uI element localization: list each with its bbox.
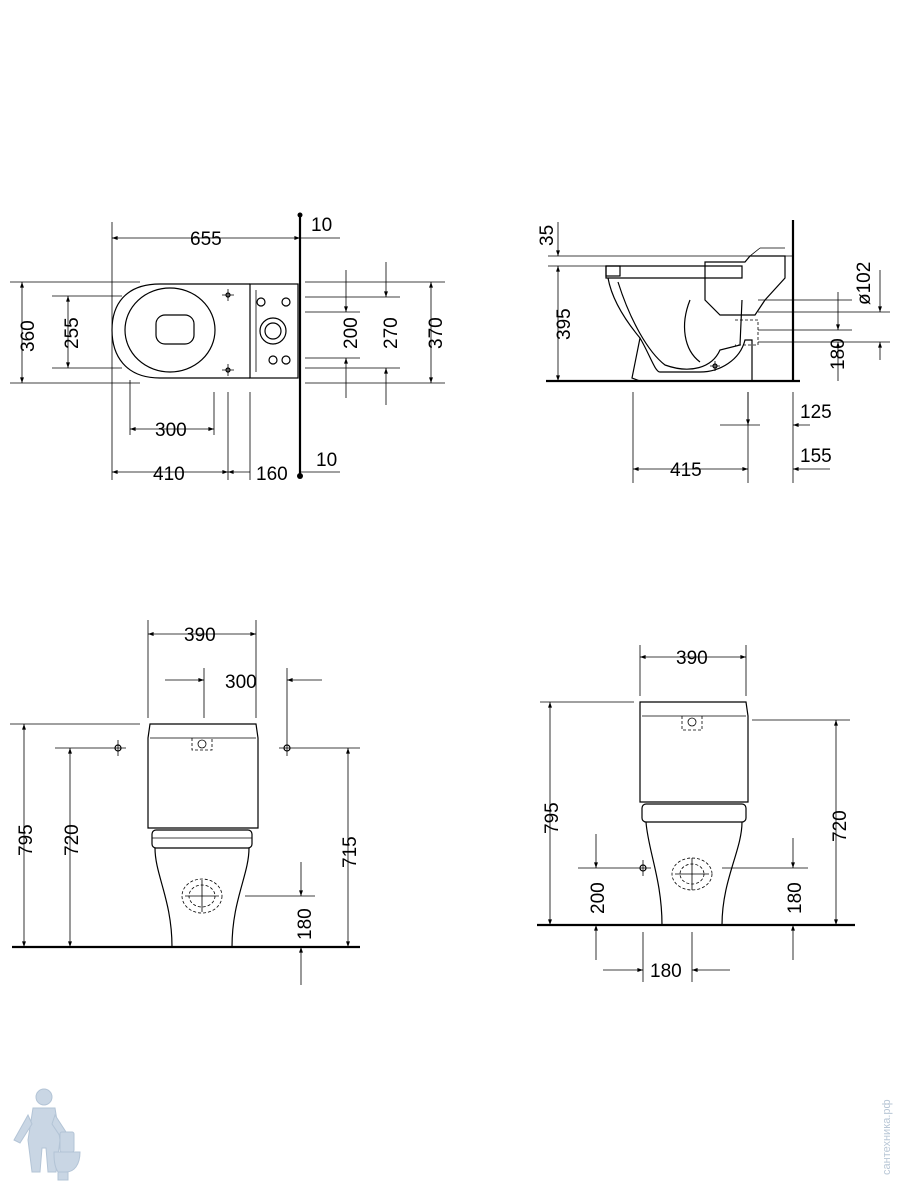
dim-390: 390 <box>184 625 216 646</box>
dim-10-bottom: 10 <box>316 450 337 471</box>
tank-front <box>147 723 259 829</box>
dim-200-front: 200 <box>588 882 609 914</box>
dim-180-front: 180 <box>295 908 316 940</box>
plumber-mascot-icon <box>13 1088 81 1181</box>
dim-300-front: 300 <box>225 672 257 693</box>
dim-180-side: 180 <box>828 338 849 370</box>
tank-front-2 <box>639 701 749 803</box>
dim-125: 125 <box>800 402 832 423</box>
top-view: 655 10 360 255 200 270 370 300 410 160 1… <box>10 212 447 485</box>
tank-outline <box>249 283 299 379</box>
bowl-side <box>607 277 753 382</box>
dim-180-outlet-2: 180 <box>785 882 806 914</box>
tank-side <box>704 255 786 316</box>
dim-410: 410 <box>153 464 185 485</box>
dim-dia-102: ø102 <box>854 262 875 305</box>
bowl-outline <box>111 283 250 379</box>
seat-outline <box>124 287 216 373</box>
dim-360: 360 <box>18 320 39 352</box>
front-view: 390 300 795 720 715 180 <box>10 620 361 985</box>
pedestal-front-2 <box>645 821 743 926</box>
dim-715: 715 <box>340 836 361 868</box>
dim-155: 155 <box>800 446 832 467</box>
dim-655: 655 <box>190 229 222 250</box>
side-view: 35 395 ø102 180 125 155 415 <box>537 220 890 483</box>
dim-370: 370 <box>426 317 447 349</box>
dim-795: 795 <box>16 824 37 856</box>
dim-795-2: 795 <box>542 802 563 834</box>
dim-180-base: 180 <box>650 961 682 982</box>
seat-band-2 <box>641 803 747 823</box>
dim-720-2: 720 <box>830 810 851 842</box>
dim-390-2: 390 <box>676 648 708 669</box>
dim-720: 720 <box>62 824 83 856</box>
dim-200-tank: 200 <box>341 317 362 349</box>
dim-10-top: 10 <box>311 215 332 236</box>
seat-side <box>605 265 743 279</box>
seat-band <box>151 829 253 849</box>
dim-270: 270 <box>381 317 402 349</box>
watermark-text: сантехника.рф <box>881 1099 893 1175</box>
dim-415: 415 <box>670 460 702 481</box>
dim-160: 160 <box>256 464 288 485</box>
front-view-2: 390 795 720 200 180 180 <box>537 645 855 982</box>
dim-35: 35 <box>537 225 558 246</box>
flush-valve <box>259 317 287 345</box>
dim-300-top: 300 <box>155 420 187 441</box>
pedestal-front <box>154 847 250 948</box>
seat-lid <box>155 314 195 345</box>
dim-395: 395 <box>554 308 575 340</box>
dim-255: 255 <box>62 317 83 349</box>
